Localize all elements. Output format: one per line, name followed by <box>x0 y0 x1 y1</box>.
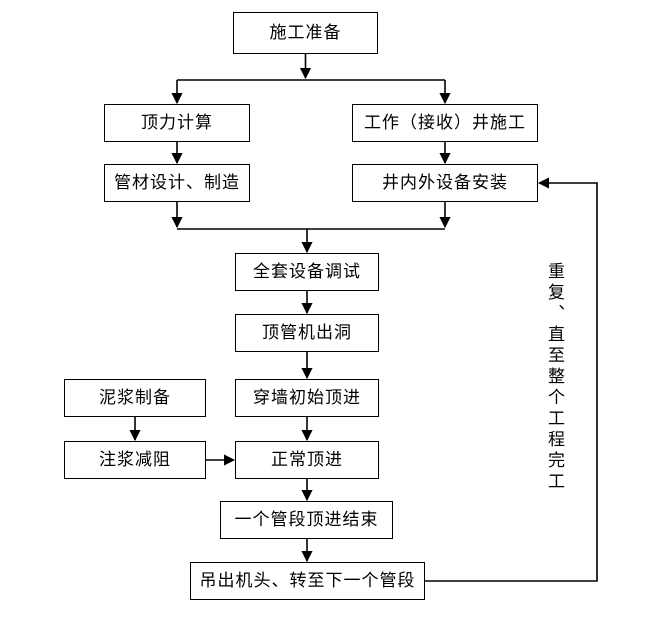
node-construction-preparation[interactable]: 施工准备 <box>233 12 378 54</box>
node-grouting-friction-reduction[interactable]: 注浆减阻 <box>64 441 206 479</box>
node-slurry-preparation[interactable]: 泥浆制备 <box>64 379 206 417</box>
edge-lift-loopback-equip <box>425 177 598 582</box>
node-lift-head-move-next-segment[interactable]: 吊出机头、转至下一个管段 <box>190 562 425 600</box>
node-label: 一个管段顶进结束 <box>234 509 379 530</box>
node-normal-jacking[interactable]: 正常顶进 <box>235 441 379 479</box>
node-label: 工作（接收）井施工 <box>364 112 526 133</box>
node-label: 井内外设备安装 <box>382 172 508 193</box>
node-pipe-design-manufacture[interactable]: 管材设计、制造 <box>104 164 250 202</box>
node-pipe-jacking-machine-exit[interactable]: 顶管机出洞 <box>235 314 379 352</box>
node-label: 泥浆制备 <box>99 387 171 408</box>
node-full-equipment-commissioning[interactable]: 全套设备调试 <box>235 253 379 291</box>
node-label: 全套设备调试 <box>253 261 361 282</box>
node-label: 注浆减阻 <box>99 449 171 470</box>
node-label: 顶管机出洞 <box>262 322 352 343</box>
node-jacking-force-calculation[interactable]: 顶力计算 <box>104 104 250 142</box>
node-label: 管材设计、制造 <box>114 172 240 193</box>
node-label: 顶力计算 <box>141 112 213 133</box>
node-label: 施工准备 <box>269 22 342 43</box>
node-shaft-equipment-installation[interactable]: 井内外设备安装 <box>352 164 538 202</box>
node-wall-penetration-initial-jacking[interactable]: 穿墙初始顶进 <box>235 379 379 417</box>
loop-annotation-repeat-until-project-complete: 重复、直至整个工程完工 <box>544 262 564 493</box>
node-segment-jacking-complete[interactable]: 一个管段顶进结束 <box>220 501 393 539</box>
node-label: 穿墙初始顶进 <box>253 387 361 408</box>
node-label: 正常顶进 <box>271 449 343 470</box>
node-working-receiving-shaft-construction[interactable]: 工作（接收）井施工 <box>352 104 538 142</box>
node-label: 吊出机头、转至下一个管段 <box>199 570 416 591</box>
